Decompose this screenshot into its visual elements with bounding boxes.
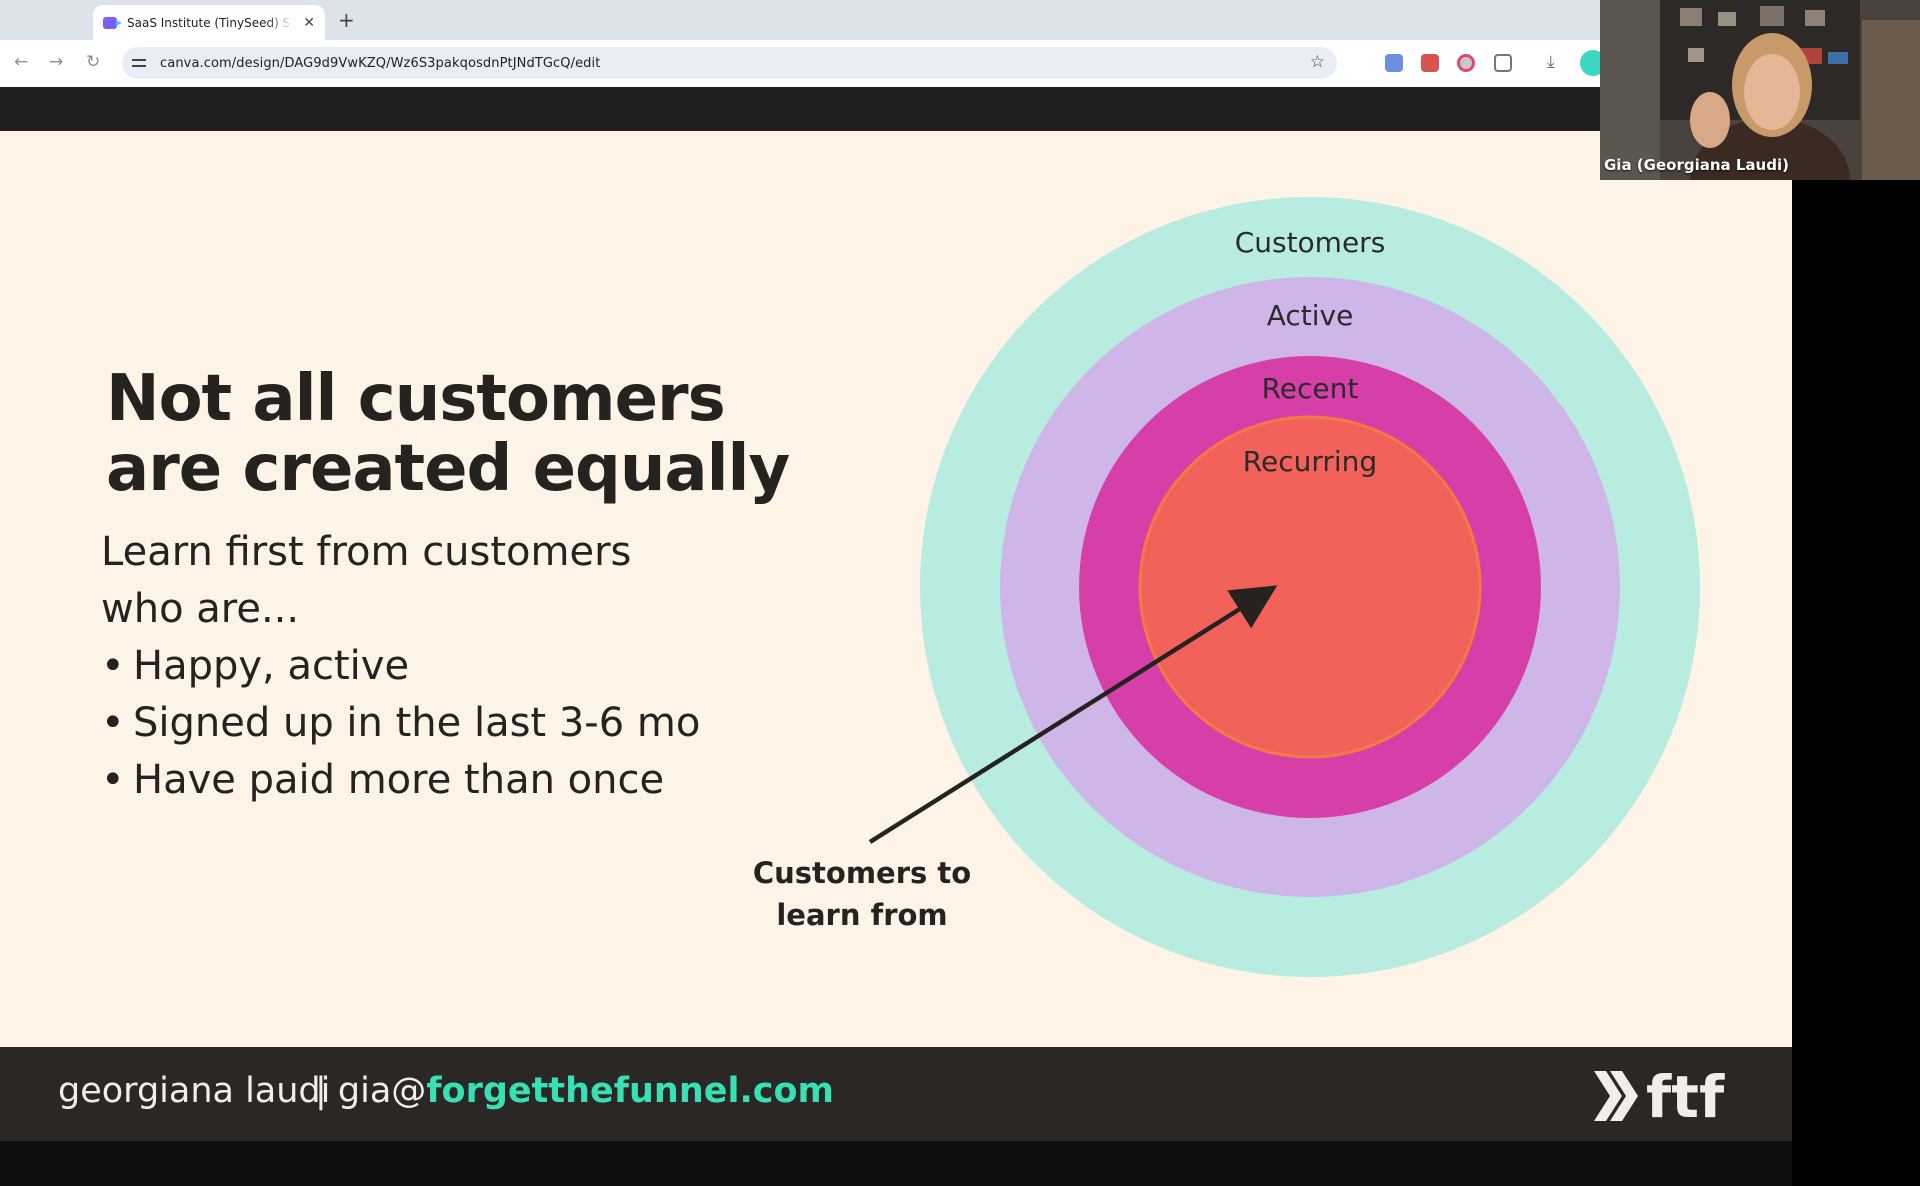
address-bar[interactable]: canva.com/design/DAG9d9VwKZQ/Wz6S3pakqos…: [122, 47, 1337, 79]
forward-arrow-icon[interactable]: →: [49, 52, 63, 72]
presenter-name: georgiana laudi: [58, 1071, 330, 1111]
participant-name: Gia (Georgiana Laudi): [1604, 156, 1789, 174]
presentation-bottom-bar: [0, 1141, 1792, 1186]
callout-line-1: Customers to: [722, 852, 1002, 894]
presentation-top-bar: [0, 87, 1792, 131]
extension-icon-blue[interactable]: [1385, 54, 1403, 72]
video-panel-background: [1792, 180, 1920, 1186]
bookmark-star-icon[interactable]: ☆: [1310, 52, 1325, 72]
ring-label-customers: Customers: [1235, 226, 1386, 259]
callout-line-2: learn from: [722, 894, 1002, 936]
slide-footer: georgiana laudi | gia@forgetthefunnel.co…: [0, 1047, 1792, 1141]
logo-text: ftf: [1646, 1067, 1725, 1125]
participant-video-tile[interactable]: Gia (Georgiana Laudi): [1600, 0, 1920, 180]
extensions-puzzle-icon[interactable]: [1494, 54, 1512, 72]
participant-video-feed: [1600, 0, 1920, 180]
ring-label-recent: Recent: [1262, 372, 1359, 405]
extension-icon-red[interactable]: [1421, 54, 1439, 72]
reload-icon[interactable]: ↻: [86, 52, 100, 72]
video-call-favicon-icon: [103, 17, 117, 29]
extension-icon-circle[interactable]: [1457, 54, 1475, 72]
ring-label-recurring: Recurring: [1243, 445, 1377, 478]
browser-tab-active[interactable]: SaaS Institute (TinySeed) Se ✕: [93, 5, 325, 40]
back-arrow-icon[interactable]: ←: [14, 52, 28, 72]
slide: Not all customers are created equally Le…: [0, 131, 1792, 1047]
browser-chrome: SaaS Institute (TinySeed) Se ✕ + ← → ↻ c…: [0, 0, 1600, 87]
download-icon[interactable]: ⤓: [1547, 52, 1555, 72]
url-text: canva.com/design/DAG9d9VwKZQ/Wz6S3pakqos…: [160, 56, 600, 71]
arrow-callout: Customers to learn from: [722, 852, 1002, 936]
tab-title: SaaS Institute (TinySeed) Se: [127, 16, 292, 30]
new-tab-button[interactable]: +: [338, 8, 355, 32]
email-domain: forgetthefunnel.com: [426, 1071, 834, 1111]
ftf-logo: ftf: [1592, 1067, 1740, 1125]
close-tab-icon[interactable]: ✕: [303, 16, 315, 30]
tab-strip: SaaS Institute (TinySeed) Se ✕ +: [0, 0, 1600, 40]
browser-toolbar: ← → ↻ canva.com/design/DAG9d9VwKZQ/Wz6S3…: [0, 40, 1600, 87]
email-prefix: | gia@: [315, 1071, 426, 1111]
presenter-email: | gia@forgetthefunnel.com: [315, 1071, 834, 1111]
ring-label-active: Active: [1267, 299, 1354, 332]
site-settings-icon[interactable]: [132, 56, 146, 70]
